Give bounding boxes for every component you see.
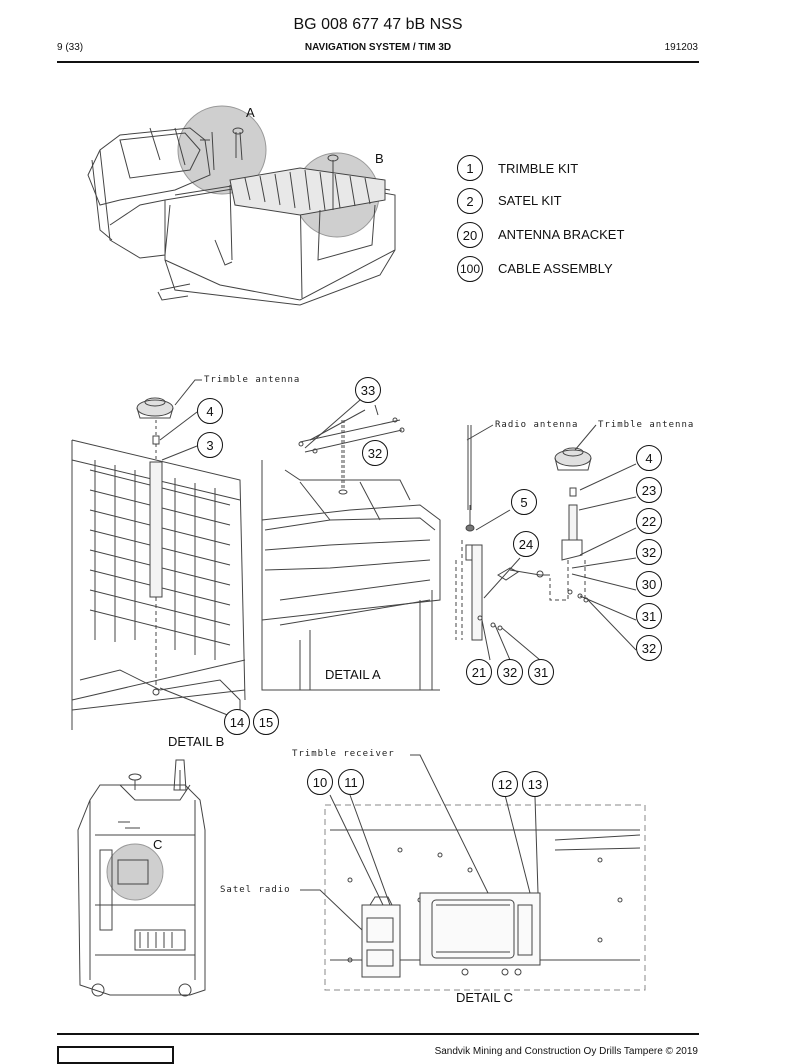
label-satel-radio: Satel radio: [220, 885, 291, 895]
legend-number: 100: [457, 256, 483, 282]
detail-a-illustration: [261, 399, 441, 691]
part-callout: 24: [513, 531, 539, 557]
cab-illustration: [77, 759, 206, 997]
header-rule: [57, 61, 699, 63]
part-callout: 11: [338, 769, 364, 795]
document-id: BG 008 677 47 bB NSS: [293, 16, 463, 33]
part-callout: 21: [466, 659, 492, 685]
legend-label: CABLE ASSEMBLY: [498, 261, 613, 276]
part-callout: 30: [636, 571, 662, 597]
date-code: 191203: [664, 42, 698, 53]
part-callout: 15: [253, 709, 279, 735]
detail-c-label: DETAIL C: [456, 990, 514, 1005]
part-callout: 33: [355, 377, 381, 403]
label-trimble-antenna: Trimble antenna: [204, 375, 301, 385]
part-callout: 5: [511, 489, 537, 515]
part-callout: 22: [636, 508, 662, 534]
company-logo: [57, 1046, 174, 1064]
part-callout: 32: [362, 440, 388, 466]
zone-letter-c: C: [153, 837, 163, 852]
legend-number: 20: [457, 222, 483, 248]
part-callout: 31: [528, 659, 554, 685]
detail-a-label: DETAIL A: [325, 667, 381, 682]
part-callout: 10: [307, 769, 333, 795]
part-callout: 3: [197, 432, 223, 458]
label-trimble-antenna: Trimble antenna: [598, 420, 695, 430]
legend-number: 2: [457, 188, 483, 214]
detail-b-illustration: [71, 379, 246, 730]
page-number: 9 (33): [57, 42, 84, 53]
legend-label: SATEL KIT: [498, 193, 562, 208]
legend-label: ANTENNA BRACKET: [498, 227, 625, 242]
detail-b-label: DETAIL B: [168, 734, 225, 749]
machine-overview-illustration: [87, 105, 396, 306]
antenna-assembly-illustration: [455, 424, 637, 661]
part-callout: 31: [636, 603, 662, 629]
zone-letter-b: B: [375, 151, 384, 166]
legend-label: TRIMBLE KIT: [498, 161, 579, 176]
part-callout: 12: [492, 771, 518, 797]
zone-letter-a: A: [246, 105, 255, 120]
detail-c-illustration: [300, 754, 646, 991]
part-callout: 14: [224, 709, 250, 735]
part-callout: 32: [497, 659, 523, 685]
part-callout: 13: [522, 771, 548, 797]
label-trimble-receiver: Trimble receiver: [292, 749, 395, 759]
part-callout: 32: [636, 635, 662, 661]
label-radio-antenna: Radio antenna: [495, 420, 579, 430]
part-callout: 4: [636, 445, 662, 471]
footer-rule: [57, 1033, 699, 1035]
legend-number: 1: [457, 155, 483, 181]
part-callout: 4: [197, 398, 223, 424]
footer-copyright: Sandvik Mining and Construction Oy Drill…: [434, 1046, 698, 1057]
part-callout: 23: [636, 477, 662, 503]
part-callout: 32: [636, 539, 662, 565]
section-title: NAVIGATION SYSTEM / TIM 3D: [304, 42, 452, 53]
